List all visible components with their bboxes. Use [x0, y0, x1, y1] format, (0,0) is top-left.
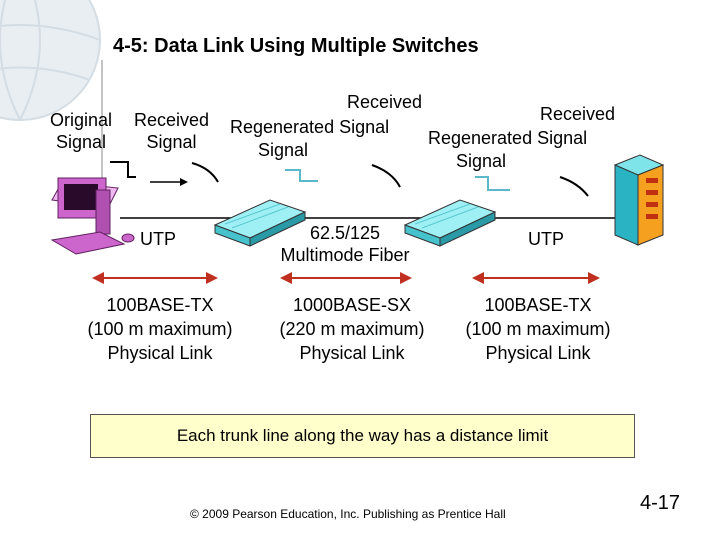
link-right-type: Physical Link	[485, 343, 591, 363]
switch-icon	[403, 199, 497, 247]
media-middle-line1: 62.5/125	[309, 223, 381, 243]
media-label-right: UTP	[528, 229, 564, 249]
link-middle-type: Physical Link	[299, 343, 405, 363]
sw2-received-signal-glyph	[559, 176, 589, 197]
pc-icon	[50, 177, 135, 255]
received-signal-glyph	[191, 162, 219, 183]
sw1-regenerated-label: Regenerated Signal	[230, 117, 390, 137]
physical-link-right: 100BASE-TX (100 m maximum) Physical Link	[448, 293, 628, 365]
distance-limit-note: Each trunk line along the way has a dist…	[90, 414, 635, 458]
received-signal-line2: Signal	[146, 132, 197, 152]
arrow-icon	[150, 178, 188, 186]
sw2-regenerated-label: Regenerated Signal	[428, 128, 588, 148]
switch-icon	[213, 199, 307, 247]
link-right-distance: (100 m maximum)	[465, 319, 611, 339]
sw2-received-label: Received	[540, 104, 616, 124]
sw1-regenerated-signal-glyph	[285, 169, 318, 182]
distance-arrow-left	[92, 272, 218, 284]
sw1-received-signal-glyph	[371, 164, 401, 188]
sw2-regenerated-signal-glyph	[475, 176, 510, 191]
media-label-middle: 62.5/125 Multimode Fiber	[270, 222, 420, 266]
original-signal-line2: Signal	[55, 132, 107, 152]
original-signal-glyph	[110, 161, 136, 178]
link-left-distance: (100 m maximum)	[87, 319, 233, 339]
received-signal-label: Received Signal	[134, 109, 209, 153]
distance-arrow-middle	[280, 272, 412, 284]
link-middle-standard: 1000BASE-SX	[292, 295, 412, 315]
media-middle-line2: Multimode Fiber	[280, 245, 410, 265]
page-number: 4-17	[640, 492, 681, 514]
link-right-standard: 100BASE-TX	[484, 295, 592, 315]
sw1-received-label: Received	[347, 92, 423, 112]
sw2-signal-label: Signal	[456, 151, 507, 171]
link-left-standard: 100BASE-TX	[106, 295, 214, 315]
original-signal-label: Original Signal	[50, 109, 112, 153]
copyright-footer: © 2009 Pearson Education, Inc. Publishin…	[190, 507, 506, 521]
physical-link-middle: 1000BASE-SX (220 m maximum) Physical Lin…	[262, 293, 442, 365]
distance-arrow-right	[472, 272, 600, 284]
link-left-type: Physical Link	[107, 343, 213, 363]
media-label-left: UTP	[140, 229, 176, 249]
server-icon	[613, 154, 665, 246]
page-title: 4-5: Data Link Using Multiple Switches	[113, 35, 479, 57]
link-middle-distance: (220 m maximum)	[279, 319, 425, 339]
physical-link-left: 100BASE-TX (100 m maximum) Physical Link	[70, 293, 250, 365]
globe-decoration	[0, 0, 101, 121]
received-signal-line1: Received	[134, 110, 210, 130]
original-signal-line1: Original	[50, 110, 113, 130]
sw1-signal-label: Signal	[258, 140, 309, 160]
